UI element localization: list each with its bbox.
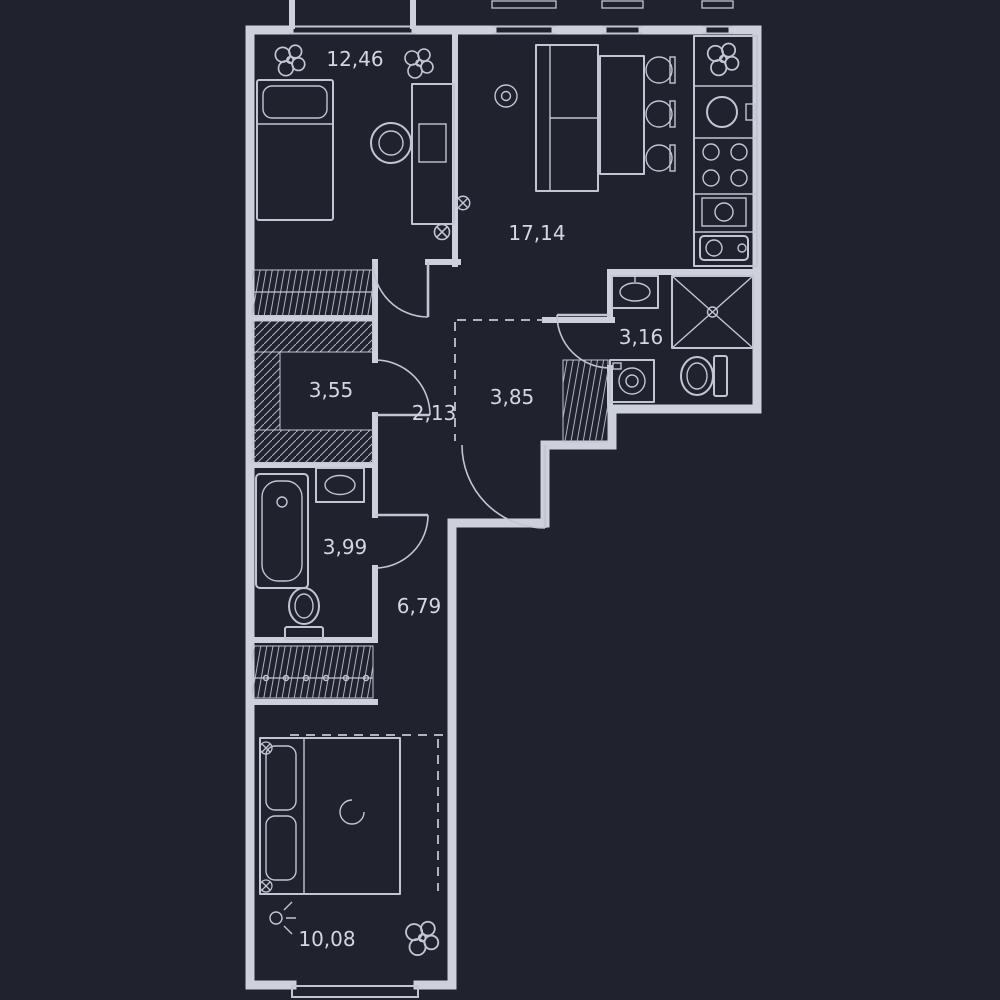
shelving-hatch <box>251 351 281 431</box>
exterior-walls <box>245 25 762 990</box>
built-in-wardrobe-hatch <box>562 359 609 443</box>
room-bedroom-bottom: 10,08 <box>259 737 440 957</box>
balcony-rail-2 <box>601 0 644 9</box>
washbasin <box>315 467 365 503</box>
stove <box>702 143 748 187</box>
chair-seat <box>378 130 404 156</box>
dining-chairs <box>645 56 676 172</box>
ceiling-light-icon <box>433 223 451 241</box>
shower-cabin <box>671 275 754 349</box>
pillow <box>265 815 297 881</box>
blanket-curl <box>339 799 365 825</box>
shelving-hatch <box>251 429 374 464</box>
plant-icon <box>706 42 740 77</box>
dashed-boundaries <box>290 319 543 891</box>
wash-sink <box>699 235 749 261</box>
bed <box>256 79 334 221</box>
sconce-icon <box>269 901 296 935</box>
room-hall-small: 2,13 <box>412 401 457 425</box>
room-area-label: 17,14 <box>508 221 565 245</box>
room-area-label: 3,85 <box>490 385 535 409</box>
doors <box>372 261 611 569</box>
pillow <box>265 745 297 811</box>
dining-table <box>599 55 645 175</box>
room-bathroom-shower: 3,16 <box>609 275 754 403</box>
room-area-label: 10,08 <box>298 927 355 951</box>
sofa <box>535 44 599 192</box>
laptop <box>418 123 447 163</box>
plant-icon <box>404 48 434 79</box>
closet-niche <box>251 645 374 699</box>
ceiling-light-icon <box>494 84 518 108</box>
room-area-label: 3,99 <box>323 535 368 559</box>
windows <box>289 0 734 998</box>
room-hallway: 3,85 <box>490 359 609 443</box>
room-area-label: 3,16 <box>619 325 664 349</box>
plant-icon <box>405 920 440 957</box>
washing-machine <box>609 359 655 403</box>
room-kitchen-living: 17,14 <box>494 35 758 267</box>
toilet <box>680 355 728 397</box>
oven <box>701 197 747 227</box>
chair <box>370 122 412 164</box>
closet-hangers <box>262 674 370 682</box>
balcony-rail-1 <box>491 0 557 9</box>
plant-icon <box>274 44 306 77</box>
wall-light-icon <box>259 879 273 893</box>
window-kitchen <box>492 25 733 35</box>
washbasin <box>611 275 659 309</box>
window-bedroom-top <box>289 25 416 35</box>
bathtub <box>255 473 309 589</box>
room-bathroom-bath: 3,99 <box>255 467 368 640</box>
room-area-label: 6,79 <box>397 594 442 618</box>
toilet <box>284 587 324 640</box>
built-in-wardrobe-hatch <box>251 269 374 317</box>
desk <box>411 83 455 225</box>
shelving-hatch <box>251 320 374 353</box>
room-area-label: 2,13 <box>412 401 457 425</box>
pillow <box>262 85 328 119</box>
door-bedroom-top <box>372 261 430 318</box>
balcony-wall-marks <box>289 0 416 29</box>
interior-walls <box>247 27 760 705</box>
door-corridor <box>461 444 547 529</box>
room-area-label: 12,46 <box>326 47 383 71</box>
door-bathroom-bath <box>374 513 429 569</box>
room-corridor: 6,79 <box>397 594 442 618</box>
room-area-label: 3,55 <box>309 378 354 402</box>
bed <box>259 737 401 895</box>
room-bedroom-top: 12,46 <box>251 44 471 317</box>
kitchen-counter <box>693 35 758 267</box>
window-bedroom-bottom <box>291 985 419 998</box>
door-wardrobe-room <box>374 359 431 417</box>
balcony-rail-3 <box>701 0 734 9</box>
kitchen-sink <box>706 96 756 128</box>
closet-hatch <box>251 645 374 699</box>
room-wardrobe: 3,55 <box>251 320 374 464</box>
ceiling-light-icon <box>455 195 471 211</box>
